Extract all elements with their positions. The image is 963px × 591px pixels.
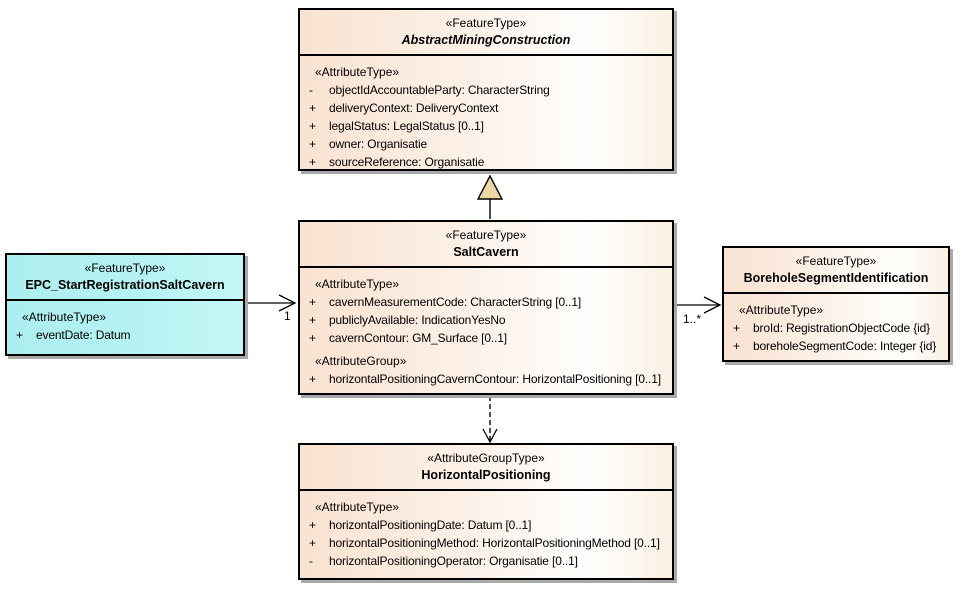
visibility-marker: + xyxy=(309,137,317,151)
class-name: BoreholeSegmentIdentification xyxy=(743,271,929,285)
attribute-row: + legalStatus: LegalStatus [0..1] xyxy=(306,117,669,135)
stereotype-label: «FeatureType» xyxy=(795,254,877,268)
attribute-row: + owner: Organisatie xyxy=(306,135,669,153)
attribute-text: sourceReference: Organisatie xyxy=(329,155,485,169)
visibility-marker: - xyxy=(309,554,313,568)
stereotype-label: «FeatureType» xyxy=(445,228,527,242)
attribute-row: + sourceReference: Organisatie xyxy=(306,153,669,171)
class-name: SaltCavern xyxy=(453,245,519,259)
stereotype-label: «FeatureType» xyxy=(445,16,527,30)
class-name: EPC_StartRegistrationSaltCavern xyxy=(25,278,225,292)
class-name: HorizontalPositioning xyxy=(421,468,551,482)
attribute-compartment: «AttributeType» + eventDate: Datum xyxy=(7,301,243,347)
visibility-marker: + xyxy=(309,155,317,169)
multiplicity-label: 1..* xyxy=(683,312,702,326)
attribute-compartment: «AttributeType» + cavernMeasurementCode: … xyxy=(300,268,672,391)
visibility-marker: + xyxy=(309,313,317,327)
section-label: «AttributeGroup» xyxy=(315,354,407,368)
attribute-text: legalStatus: LegalStatus [0..1] xyxy=(329,119,484,133)
stereotype-label: «FeatureType» xyxy=(84,261,166,275)
attribute-row: - horizontalPositioningOperator: Organisa… xyxy=(306,552,669,570)
attribute-text: boreholeSegmentCode: Integer {id} xyxy=(753,339,937,353)
class-header: «FeatureType» EPC_StartRegistrationSaltC… xyxy=(7,255,243,301)
visibility-marker: - xyxy=(309,83,313,97)
attribute-row: + publiclyAvailable: IndicationYesNo xyxy=(306,311,669,329)
attribute-compartment: «AttributeType» + broId: RegistrationObje… xyxy=(724,294,948,358)
generalization-saltcavern-to-abstract xyxy=(476,174,504,219)
multiplicity-label: 1 xyxy=(284,309,291,323)
visibility-marker: + xyxy=(309,331,317,345)
attribute-row: + eventDate: Datum xyxy=(13,326,240,344)
attribute-row: + deliveryContext: DeliveryContext xyxy=(306,99,669,117)
visibility-marker: + xyxy=(309,119,317,133)
attribute-text: owner: Organisatie xyxy=(329,137,428,151)
dependency-saltcavern-to-horizontal xyxy=(482,396,498,444)
attribute-text: objectIdAccountableParty: CharacterStrin… xyxy=(329,83,550,97)
attribute-row: + cavernContour: GM_Surface [0..1] xyxy=(306,329,669,347)
class-header: «FeatureType» BoreholeSegmentIdentificat… xyxy=(724,248,948,294)
association-saltcavern-to-borehole xyxy=(677,296,722,314)
attribute-row: + cavernMeasurementCode: CharacterString … xyxy=(306,293,669,311)
generalization-triangle-icon xyxy=(476,174,504,200)
open-arrowhead-icon xyxy=(703,296,722,314)
visibility-marker: + xyxy=(309,536,317,550)
attribute-text: cavernContour: GM_Surface [0..1] xyxy=(329,331,507,345)
attribute-row: + horizontalPositioningDate: Datum [0..1] xyxy=(306,516,669,534)
attribute-text: horizontalPositioningOperator: Organisat… xyxy=(329,554,578,568)
class-name: AbstractMiningConstruction xyxy=(401,33,571,47)
attribute-text: horizontalPositioningMethod: HorizontalP… xyxy=(329,536,660,550)
section-label: «AttributeType» xyxy=(315,65,400,79)
visibility-marker: + xyxy=(309,518,317,532)
attribute-row: + horizontalPositioningMethod: Horizontal… xyxy=(306,534,669,552)
class-header: «AttributeGroupType» HorizontalPositioni… xyxy=(300,445,672,491)
section-label: «AttributeType» xyxy=(315,277,400,291)
attribute-compartment: «AttributeType» - objectIdAccountablePart… xyxy=(300,56,672,174)
visibility-marker: + xyxy=(16,328,24,342)
visibility-marker: + xyxy=(309,295,317,309)
attribute-row: + boreholeSegmentCode: Integer {id} xyxy=(730,337,945,355)
attribute-row: + broId: RegistrationObjectCode {id} xyxy=(730,319,945,337)
class-boreholesegmentidentification[interactable]: «FeatureType» BoreholeSegmentIdentificat… xyxy=(722,246,950,362)
class-epc-startregistrationsaltcavern[interactable]: «FeatureType» EPC_StartRegistrationSaltC… xyxy=(5,253,245,356)
class-header: «FeatureType» SaltCavern xyxy=(300,222,672,268)
attribute-text: deliveryContext: DeliveryContext xyxy=(329,101,499,115)
attribute-text: broId: RegistrationObjectCode {id} xyxy=(753,321,931,335)
attribute-row: + horizontalPositioningCavernContour: Hor… xyxy=(306,370,669,388)
attribute-text: horizontalPositioningDate: Datum [0..1] xyxy=(329,518,532,532)
visibility-marker: + xyxy=(309,372,317,386)
class-saltcavern[interactable]: «FeatureType» SaltCavern «AttributeType»… xyxy=(298,220,674,395)
class-horizontalpositioning[interactable]: «AttributeGroupType» HorizontalPositioni… xyxy=(298,443,674,580)
attribute-row: - objectIdAccountableParty: CharacterStri… xyxy=(306,81,669,99)
visibility-marker: + xyxy=(309,101,317,115)
open-arrowhead-icon xyxy=(482,428,498,444)
attribute-text: horizontalPositioningCavernContour: Hori… xyxy=(329,372,661,386)
attribute-text: publiclyAvailable: IndicationYesNo xyxy=(329,313,506,327)
attribute-text: cavernMeasurementCode: CharacterString [… xyxy=(329,295,582,309)
section-label: «AttributeType» xyxy=(22,310,107,324)
attribute-text: eventDate: Datum xyxy=(36,328,131,342)
visibility-marker: + xyxy=(733,321,741,335)
section-label: «AttributeType» xyxy=(739,303,824,317)
section-label: «AttributeType» xyxy=(315,500,400,514)
stereotype-label: «AttributeGroupType» xyxy=(427,451,545,465)
visibility-marker: + xyxy=(733,339,741,353)
class-abstractminingconstruction[interactable]: «FeatureType» AbstractMiningConstruction… xyxy=(298,8,674,171)
attribute-compartment: «AttributeType» + horizontalPositioningDa… xyxy=(300,491,672,573)
class-header: «FeatureType» AbstractMiningConstruction xyxy=(300,10,672,56)
